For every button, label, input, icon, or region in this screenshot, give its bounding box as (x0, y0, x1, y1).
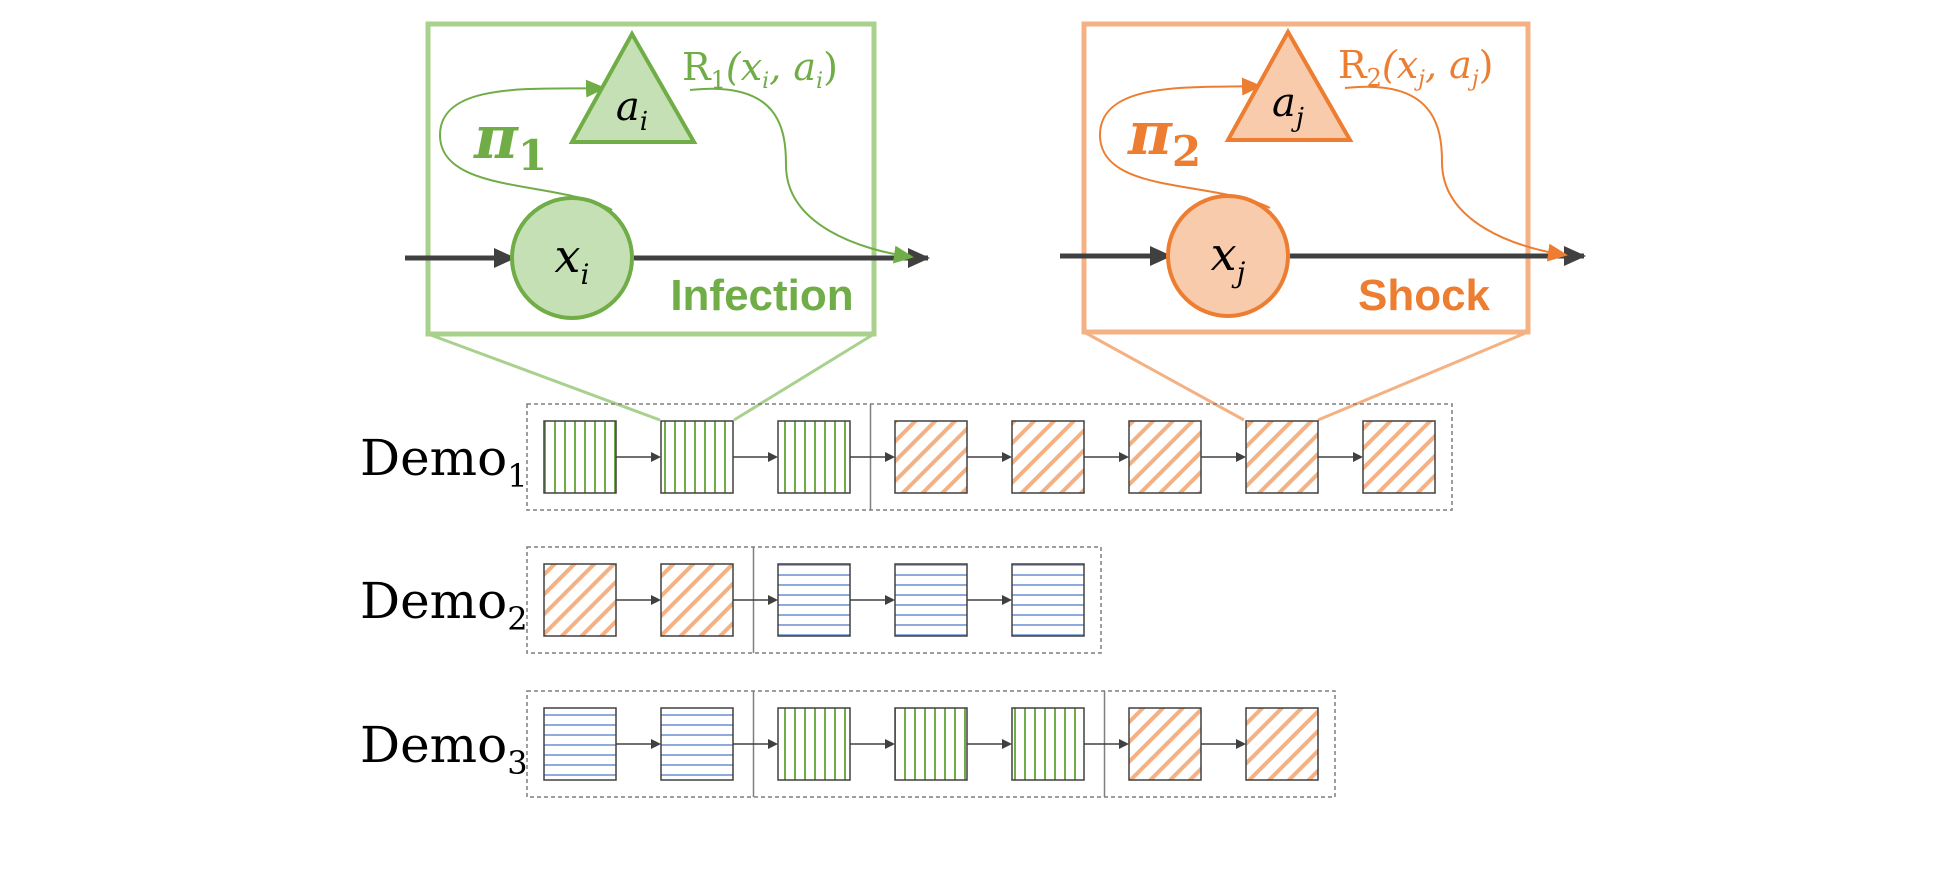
state-cell-blue (660, 707, 734, 781)
action-node (568, 29, 698, 144)
zoom-line-orange-right (1317, 330, 1529, 422)
state-label: xi (555, 229, 590, 291)
reward-arrow (1344, 85, 1568, 262)
zoom-line-green-right (733, 332, 875, 422)
state-cell-green (777, 420, 851, 494)
state-node (1166, 194, 1290, 318)
demo-rows: Demo1 Demo2 Demo3 (360, 403, 1453, 798)
state-cell-orange (1245, 420, 1319, 494)
state-cell-blue (777, 563, 851, 637)
zoom-line-orange-left (1083, 330, 1245, 422)
state-cell-orange (1362, 420, 1436, 494)
state-cell-blue (543, 707, 617, 781)
zoom-line-green-left (427, 332, 661, 422)
state-cell-orange (894, 420, 968, 494)
panel-title: Shock (1358, 271, 1491, 320)
zoom-connectors (427, 330, 1529, 422)
state-cell-orange (1128, 420, 1202, 494)
state-cell-green (660, 420, 734, 494)
state-cell-green (777, 707, 851, 781)
state-cell-blue (894, 563, 968, 637)
demo-row-box (526, 546, 1102, 654)
panel-shock: aj xj π2 R2(xj, aj) Shock (1060, 21, 1586, 335)
state-cell-green (543, 420, 617, 494)
policy-label: π2 (1127, 99, 1201, 176)
demo-cells (526, 403, 1453, 798)
policy-arrow (1098, 77, 1271, 209)
state-cell-orange (1245, 707, 1319, 781)
action-label: ai (616, 84, 648, 137)
policy-label: π1 (473, 103, 547, 180)
reward-arrow (689, 87, 914, 264)
demo-label: Demo3 (360, 716, 528, 782)
state-node (510, 196, 634, 320)
demo-row-box (526, 403, 1453, 511)
state-cell-orange (543, 563, 617, 637)
panel-shock-frame (1081, 21, 1531, 335)
action-label: aj (1272, 80, 1304, 133)
state-cell-blue (1011, 563, 1085, 637)
state-cell-orange (1128, 707, 1202, 781)
state-label: xj (1211, 227, 1246, 289)
state-cell-green (894, 707, 968, 781)
demo-label: Demo2 (360, 572, 528, 638)
state-cell-green (1011, 707, 1085, 781)
state-cell-orange (660, 563, 734, 637)
action-node (1224, 27, 1354, 142)
demo-row-box (526, 690, 1336, 798)
panel-infection-frame (425, 21, 877, 337)
reward-label: R1(xi, ai) (682, 45, 838, 94)
panel-title: Infection (670, 271, 853, 320)
demo-label: Demo1 (360, 429, 528, 495)
policy-arrow (438, 79, 613, 211)
reward-label: R2(xj, aj) (1338, 43, 1493, 92)
state-cell-orange (1011, 420, 1085, 494)
panel-infection: ai xi π1 R1(xi, ai) Infection (405, 21, 930, 337)
